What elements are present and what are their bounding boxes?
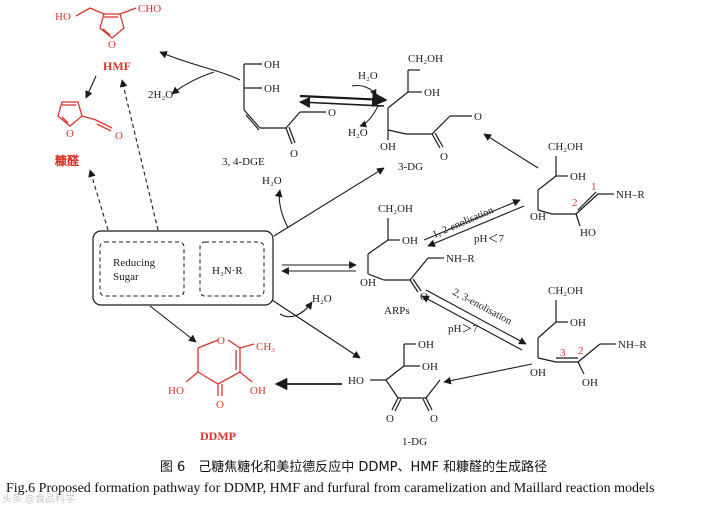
dg3-label: 3-DG — [398, 161, 423, 173]
reactant-box — [92, 230, 274, 306]
dg1-structure — [370, 343, 441, 412]
arrow-dge-to-3dg — [299, 91, 388, 108]
reducing-sugar-label: Reducing Sugar — [113, 257, 158, 283]
furfural-aldehyde-o: O — [115, 130, 123, 142]
furfural-label: 糠醛 — [54, 153, 80, 168]
enol-23-structure — [537, 300, 616, 375]
reducing-line-2: Sugar — [113, 271, 139, 283]
h2o-top-2: H₂O — [348, 127, 368, 139]
arrow-box-to-hmf — [119, 79, 159, 231]
enol12-ch2oh: CH₂OH — [548, 141, 583, 153]
arps-h2o-label: H₂O — [312, 293, 332, 305]
arrow-box-to-1dg — [271, 299, 361, 359]
arrow-hmf-to-furfural — [85, 75, 97, 99]
ddmp-ch3: CH₃ — [256, 341, 275, 353]
furfural-structure — [57, 101, 113, 132]
enol23-number-2: 2 — [578, 345, 584, 357]
dg1-ho: HO — [348, 375, 364, 387]
arrow-box-to-furfural — [88, 169, 109, 231]
arrow-2h2o-branch — [171, 71, 215, 95]
dge-2h2o-label: 2H₂O — [148, 89, 173, 101]
dge-ald-o: O — [328, 107, 336, 119]
enol12-oh-top: OH — [570, 171, 586, 183]
hmf-cho: CHO — [138, 3, 161, 15]
dg3-keto-o: O — [440, 151, 448, 163]
ddmp-label: DDMP — [200, 429, 236, 443]
watermark: 头条 @食品科学 — [2, 494, 76, 505]
dge-keto-o: O — [290, 148, 298, 160]
dge-h2o-label: H₂O — [262, 175, 282, 187]
h2o-top: H₂O — [358, 70, 378, 82]
enol23-oh-bottom: OH — [530, 367, 546, 379]
enol12-nhr: NH–R — [616, 189, 645, 201]
arrow-box-to-ddmp — [149, 305, 197, 343]
dg1-o-right: O — [430, 413, 438, 425]
arrow-dge-to-hmf — [159, 51, 241, 81]
ddmp-ring-o: O — [217, 335, 225, 347]
ddmp-structure — [185, 339, 255, 396]
enol23-oh-right: OH — [582, 377, 598, 389]
arrow-box-to-3dg — [273, 167, 385, 237]
arrow-enol23-to-1dg — [443, 363, 533, 385]
dge-ch2oh: OH — [264, 59, 280, 71]
water-curve-arps — [279, 301, 313, 318]
enol23-oh-top: OH — [570, 317, 586, 329]
arps-nhr: NH–R — [446, 253, 475, 265]
enol23-nhr: NH–R — [618, 339, 647, 351]
hmf-structure — [75, 7, 137, 39]
dg1-ch2oh: OH — [418, 339, 434, 351]
arps-structure — [367, 218, 444, 293]
hmf-ho: HO — [55, 11, 71, 23]
enol23-ch2oh: CH₂OH — [548, 285, 583, 297]
ph-gt-label: pH＞7 — [448, 323, 478, 335]
dg1-o-left: O — [386, 413, 394, 425]
arrow-3dg-to-dge — [298, 96, 385, 109]
figure-caption-english: Fig.6 Proposed formation pathway for DDM… — [6, 481, 655, 496]
arps-label: ARPs — [384, 305, 410, 317]
ddmp-keto-o: O — [216, 399, 224, 411]
water-curve-top-2 — [359, 105, 379, 128]
enol12-number-1: 1 — [591, 181, 597, 193]
arrow-arps-to-enol23 — [425, 289, 527, 345]
ddmp-oh: OH — [250, 385, 266, 397]
reducing-sugar-subbox — [99, 241, 185, 297]
enol12-oh-bottom: OH — [530, 211, 546, 223]
furfural-oxygen: O — [66, 128, 74, 140]
dg3-ald-o: O — [474, 111, 482, 123]
dge-label: 3, 4-DGE — [222, 156, 265, 168]
enol-12-structure — [537, 156, 614, 227]
ddmp-ho: HO — [168, 385, 184, 397]
water-curve-top — [351, 85, 377, 97]
hmf-label: HMF — [103, 59, 131, 73]
dge-oh: OH — [264, 83, 280, 95]
arrow-arps-to-enol12 — [423, 199, 521, 241]
reducing-line-1: Reducing — [113, 257, 156, 269]
dg1-label: 1-DG — [402, 436, 427, 448]
enol12-ho: HO — [580, 227, 596, 239]
dge-structure — [243, 63, 326, 145]
enol23-label: 2, 3-enolisation — [451, 287, 515, 328]
amine-subbox — [199, 241, 265, 297]
ph-lt-label: pH＜7 — [474, 233, 504, 245]
enol23-number-3: 3 — [560, 347, 566, 359]
arps-oh-top: OH — [402, 235, 418, 247]
dg3-structure — [387, 69, 472, 149]
arrow-enol12-to-3dg — [483, 133, 539, 169]
amine-label: H₃N·R — [212, 265, 243, 277]
enol12-number-2: 2 — [572, 197, 578, 209]
reaction-arrows — [85, 51, 539, 391]
hmf-oxygen: O — [108, 39, 116, 51]
dg3-oh-top: OH — [424, 87, 440, 99]
dg3-ch2oh: CH₂OH — [408, 53, 443, 65]
arrow-enol23-to-arps — [421, 295, 523, 351]
water-curve-dge — [274, 189, 289, 229]
dg3-oh-bottom: OH — [380, 141, 396, 153]
arrow-enol12-to-arps — [427, 205, 525, 247]
dg1-oh: OH — [422, 361, 438, 373]
figure-caption-chinese: 图 6 己糖焦糖化和美拉德反应中 DDMP、HMF 和糠醛的生成路径 — [159, 460, 548, 475]
arps-ch2oh: CH₂OH — [378, 203, 413, 215]
arps-oh-bottom: OH — [360, 277, 376, 289]
